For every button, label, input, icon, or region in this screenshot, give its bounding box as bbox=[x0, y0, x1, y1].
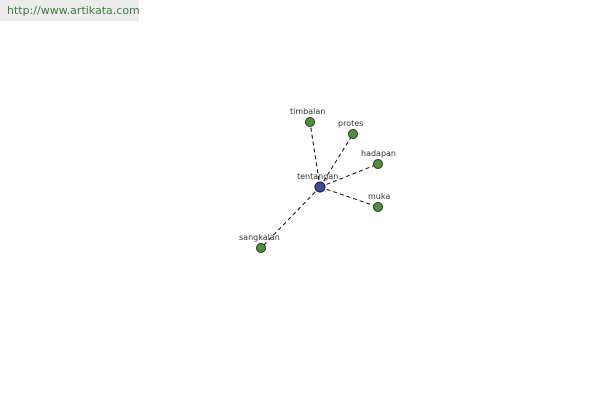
node-hadapan[interactable] bbox=[373, 159, 383, 169]
node-protes[interactable] bbox=[348, 129, 358, 139]
node-sangkalan[interactable] bbox=[256, 243, 266, 253]
label-muka: muka bbox=[368, 192, 390, 201]
edge-hadapan bbox=[319, 163, 379, 188]
node-muka[interactable] bbox=[373, 202, 383, 212]
edge-timbalan bbox=[309, 121, 321, 188]
node-timbalan[interactable] bbox=[305, 117, 315, 127]
label-sangkalan: sangkalan bbox=[239, 233, 280, 242]
label-protes: protes bbox=[338, 119, 363, 128]
graph-edges bbox=[260, 121, 379, 249]
source-url-link[interactable]: http://www.artikata.com bbox=[0, 0, 140, 21]
graph-nodes bbox=[256, 117, 383, 253]
edge-protes bbox=[319, 133, 354, 188]
edge-sangkalan bbox=[260, 186, 321, 249]
label-center: tentangan bbox=[297, 172, 338, 181]
label-hadapan: hadapan bbox=[361, 149, 396, 158]
label-timbalan: timbalan bbox=[290, 107, 325, 116]
node-center[interactable] bbox=[314, 181, 326, 193]
graph-labels: timbalan protes hadapan muka sangkalan tentan… bbox=[239, 107, 396, 242]
edge-muka bbox=[319, 186, 379, 208]
